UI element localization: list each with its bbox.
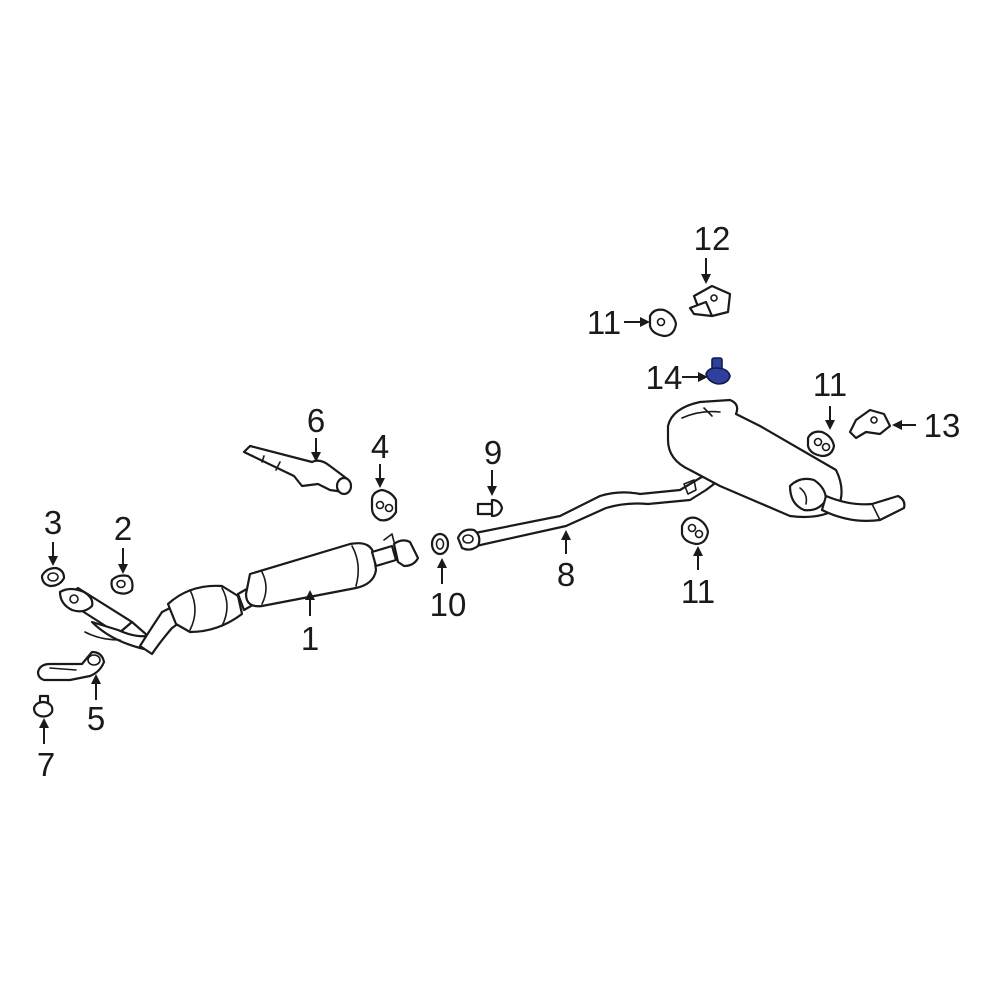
- callout-3: 3: [44, 504, 62, 541]
- part-11-hanger-right[interactable]: [806, 430, 836, 458]
- part-3-gasket[interactable]: [40, 566, 66, 588]
- callout-2: 2: [114, 510, 132, 547]
- part-9-bolt[interactable]: [476, 498, 504, 518]
- front-flange: [58, 587, 94, 613]
- callout-11-lower: 11: [681, 573, 715, 610]
- callout-1: 1: [301, 620, 319, 657]
- part-4-hanger[interactable]: [370, 488, 398, 522]
- part-12-bracket[interactable]: [688, 284, 732, 318]
- part-5-bracket[interactable]: [36, 650, 106, 682]
- callout-14: 14: [646, 359, 683, 396]
- part-1-front-pipe-assembly[interactable]: [60, 533, 420, 656]
- part-13-bracket[interactable]: [848, 408, 892, 440]
- rear-muffler: [666, 398, 906, 522]
- leaders: [39, 258, 916, 744]
- callout-5: 5: [87, 700, 105, 737]
- part-6-bracket[interactable]: [242, 444, 353, 496]
- callout-11-right: 11: [813, 366, 847, 403]
- callout-9: 9: [484, 434, 502, 471]
- part-7-bolt[interactable]: [32, 694, 54, 718]
- callout-labels: 1 2 3 4 5 6 7 8 9 10 11 11 11 12 13 14: [37, 220, 961, 783]
- callout-13: 13: [924, 407, 961, 444]
- part-10-gasket[interactable]: [430, 532, 450, 556]
- callout-7: 7: [37, 746, 55, 783]
- callout-12: 12: [694, 220, 731, 257]
- callout-4: 4: [371, 428, 389, 465]
- part-2-nut[interactable]: [110, 574, 134, 595]
- callout-8: 8: [557, 556, 575, 593]
- callout-10: 10: [430, 586, 467, 623]
- callout-11-upper: 11: [587, 304, 621, 341]
- part-11-hanger-upper[interactable]: [648, 308, 678, 338]
- part-11-hanger-lower[interactable]: [680, 516, 710, 546]
- part-14-bolt-highlighted[interactable]: [705, 357, 731, 385]
- callout-6: 6: [307, 402, 325, 439]
